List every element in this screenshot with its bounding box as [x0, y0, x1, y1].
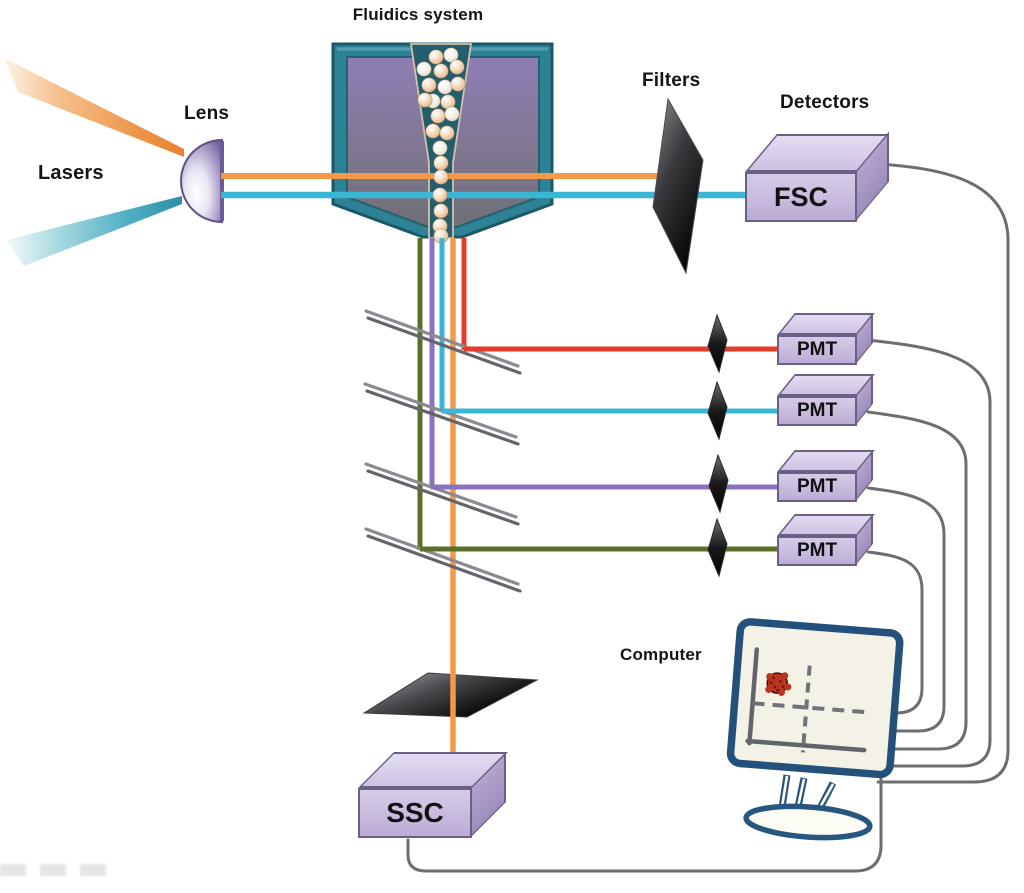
fsc-box-front-face: FSC — [745, 172, 857, 222]
lasers-label: Lasers — [38, 162, 104, 184]
fluidics-chamber-icon — [331, 42, 554, 239]
pmt3-box-front-face: PMT — [777, 472, 857, 502]
detectors-label: Detectors — [780, 92, 870, 113]
pmt1-box-front-face: PMT — [777, 335, 857, 365]
lens-icon — [180, 138, 224, 224]
pmt4-box-front-face: PMT — [777, 536, 857, 566]
fsc-filter-icon — [652, 97, 704, 275]
pmt2-box-front-face: PMT — [777, 396, 857, 426]
fluidics-system-label: Fluidics system — [352, 5, 484, 24]
scatter-cluster — [765, 672, 792, 697]
dichroic-mirrors-icon — [363, 309, 522, 593]
pmt2-label: PMT — [796, 400, 838, 421]
caption-crop-artifact — [0, 864, 118, 876]
bandpass-filters-icon — [707, 313, 729, 578]
ssc-label: SSC — [386, 797, 444, 828]
scatter-plot-icon — [745, 647, 867, 753]
filters-label: Filters — [642, 70, 701, 91]
monitor-stand-icon — [743, 774, 873, 841]
emission-beams-horizontal — [420, 346, 779, 552]
cell-beads-icon — [416, 47, 466, 244]
pmt4-label: PMT — [796, 540, 838, 561]
laser-beams-icon — [4, 58, 184, 266]
pmt3-label: PMT — [796, 476, 838, 497]
computer-monitor-icon — [726, 618, 904, 779]
pmt1-label: PMT — [796, 339, 838, 360]
lens-label: Lens — [184, 103, 230, 124]
emission-beams-vertical — [417, 238, 467, 772]
ssc-box-front-face: SSC — [358, 788, 472, 838]
signal-wires — [406, 162, 1010, 873]
computer-label: Computer — [620, 645, 702, 664]
fsc-label: FSC — [774, 181, 828, 212]
